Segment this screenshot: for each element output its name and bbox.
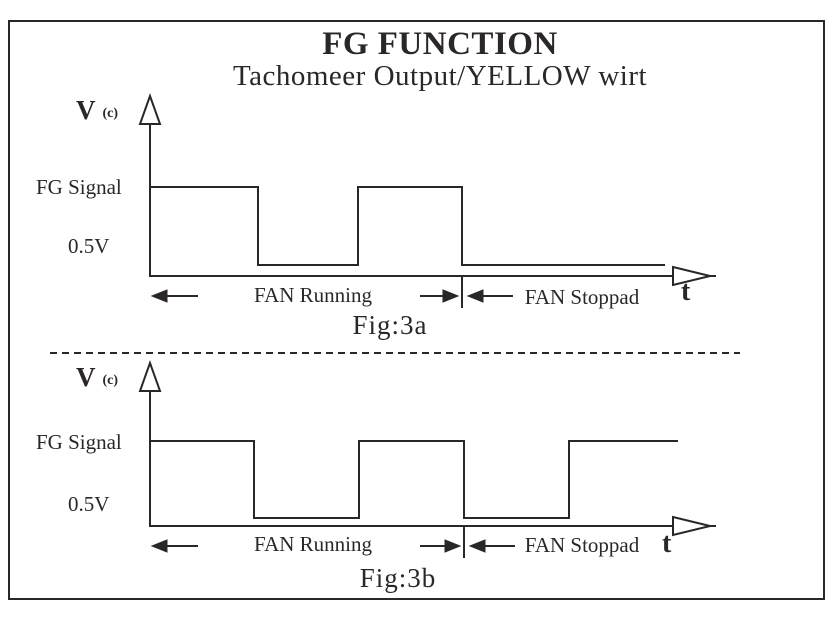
fig3a-v-axis-label: V (c)	[76, 95, 118, 126]
fig3b-fan-running-label: FAN Running	[253, 532, 373, 556]
fig3a-fg-signal-waveform	[150, 185, 665, 267]
fig3b-y-axis-arrowhead-icon	[138, 360, 162, 392]
fig3b-time-axis-label: t	[662, 528, 672, 559]
fig3b-fan-stopped-label: FAN Stoppad	[524, 533, 640, 557]
fig3b-low-level-label: 0.5V	[68, 492, 110, 516]
fig3a-low-level-label: 0.5V	[68, 234, 110, 258]
fig3b-v-axis-label: V (c)	[76, 362, 118, 393]
fig3a-x-axis-arrowhead-icon	[672, 265, 711, 287]
fig3b-left-range-arrowhead-icon	[150, 539, 168, 553]
fig3a-v-axis-unit: (c)	[102, 106, 119, 121]
fig3b-stopped-range-arrowhead-icon	[468, 539, 486, 553]
fig3b-v-axis-unit: (c)	[102, 373, 119, 388]
fig3a-fan-running-label: FAN Running	[253, 283, 373, 307]
fig3b-fg-signal-label: FG Signal	[36, 430, 122, 454]
fig3b-v-axis-letter: V	[76, 362, 96, 392]
fig3a-time-axis-label: t	[681, 276, 691, 307]
fig3a-fg-signal-label: FG Signal	[36, 175, 122, 199]
fig3b-plot	[138, 360, 716, 558]
fig3b-right-range-arrowhead-icon	[444, 539, 462, 553]
fig3b-x-axis-arrowhead-icon	[672, 515, 711, 537]
fig3a-left-range-arrowhead-icon	[150, 289, 168, 303]
fig3a-y-axis-arrowhead-icon	[138, 93, 162, 125]
page-subtitle: Tachomeer Output/YELLOW wirt	[232, 60, 648, 92]
fig3b-caption: Fig:3b	[359, 563, 437, 593]
fig3a-v-axis-letter: V	[76, 95, 96, 125]
fig3a-stopped-range-arrowhead-icon	[466, 289, 484, 303]
fig3a-plot	[138, 93, 716, 308]
page-title: FG FUNCTION	[322, 26, 558, 62]
outer-frame-border	[8, 20, 825, 600]
fig3a-right-range-arrowhead-icon	[442, 289, 460, 303]
fig3a-caption: Fig:3a	[352, 310, 428, 340]
fig3a-fan-stopped-label: FAN Stoppad	[524, 285, 640, 309]
fig3b-fg-signal-waveform	[150, 439, 678, 520]
